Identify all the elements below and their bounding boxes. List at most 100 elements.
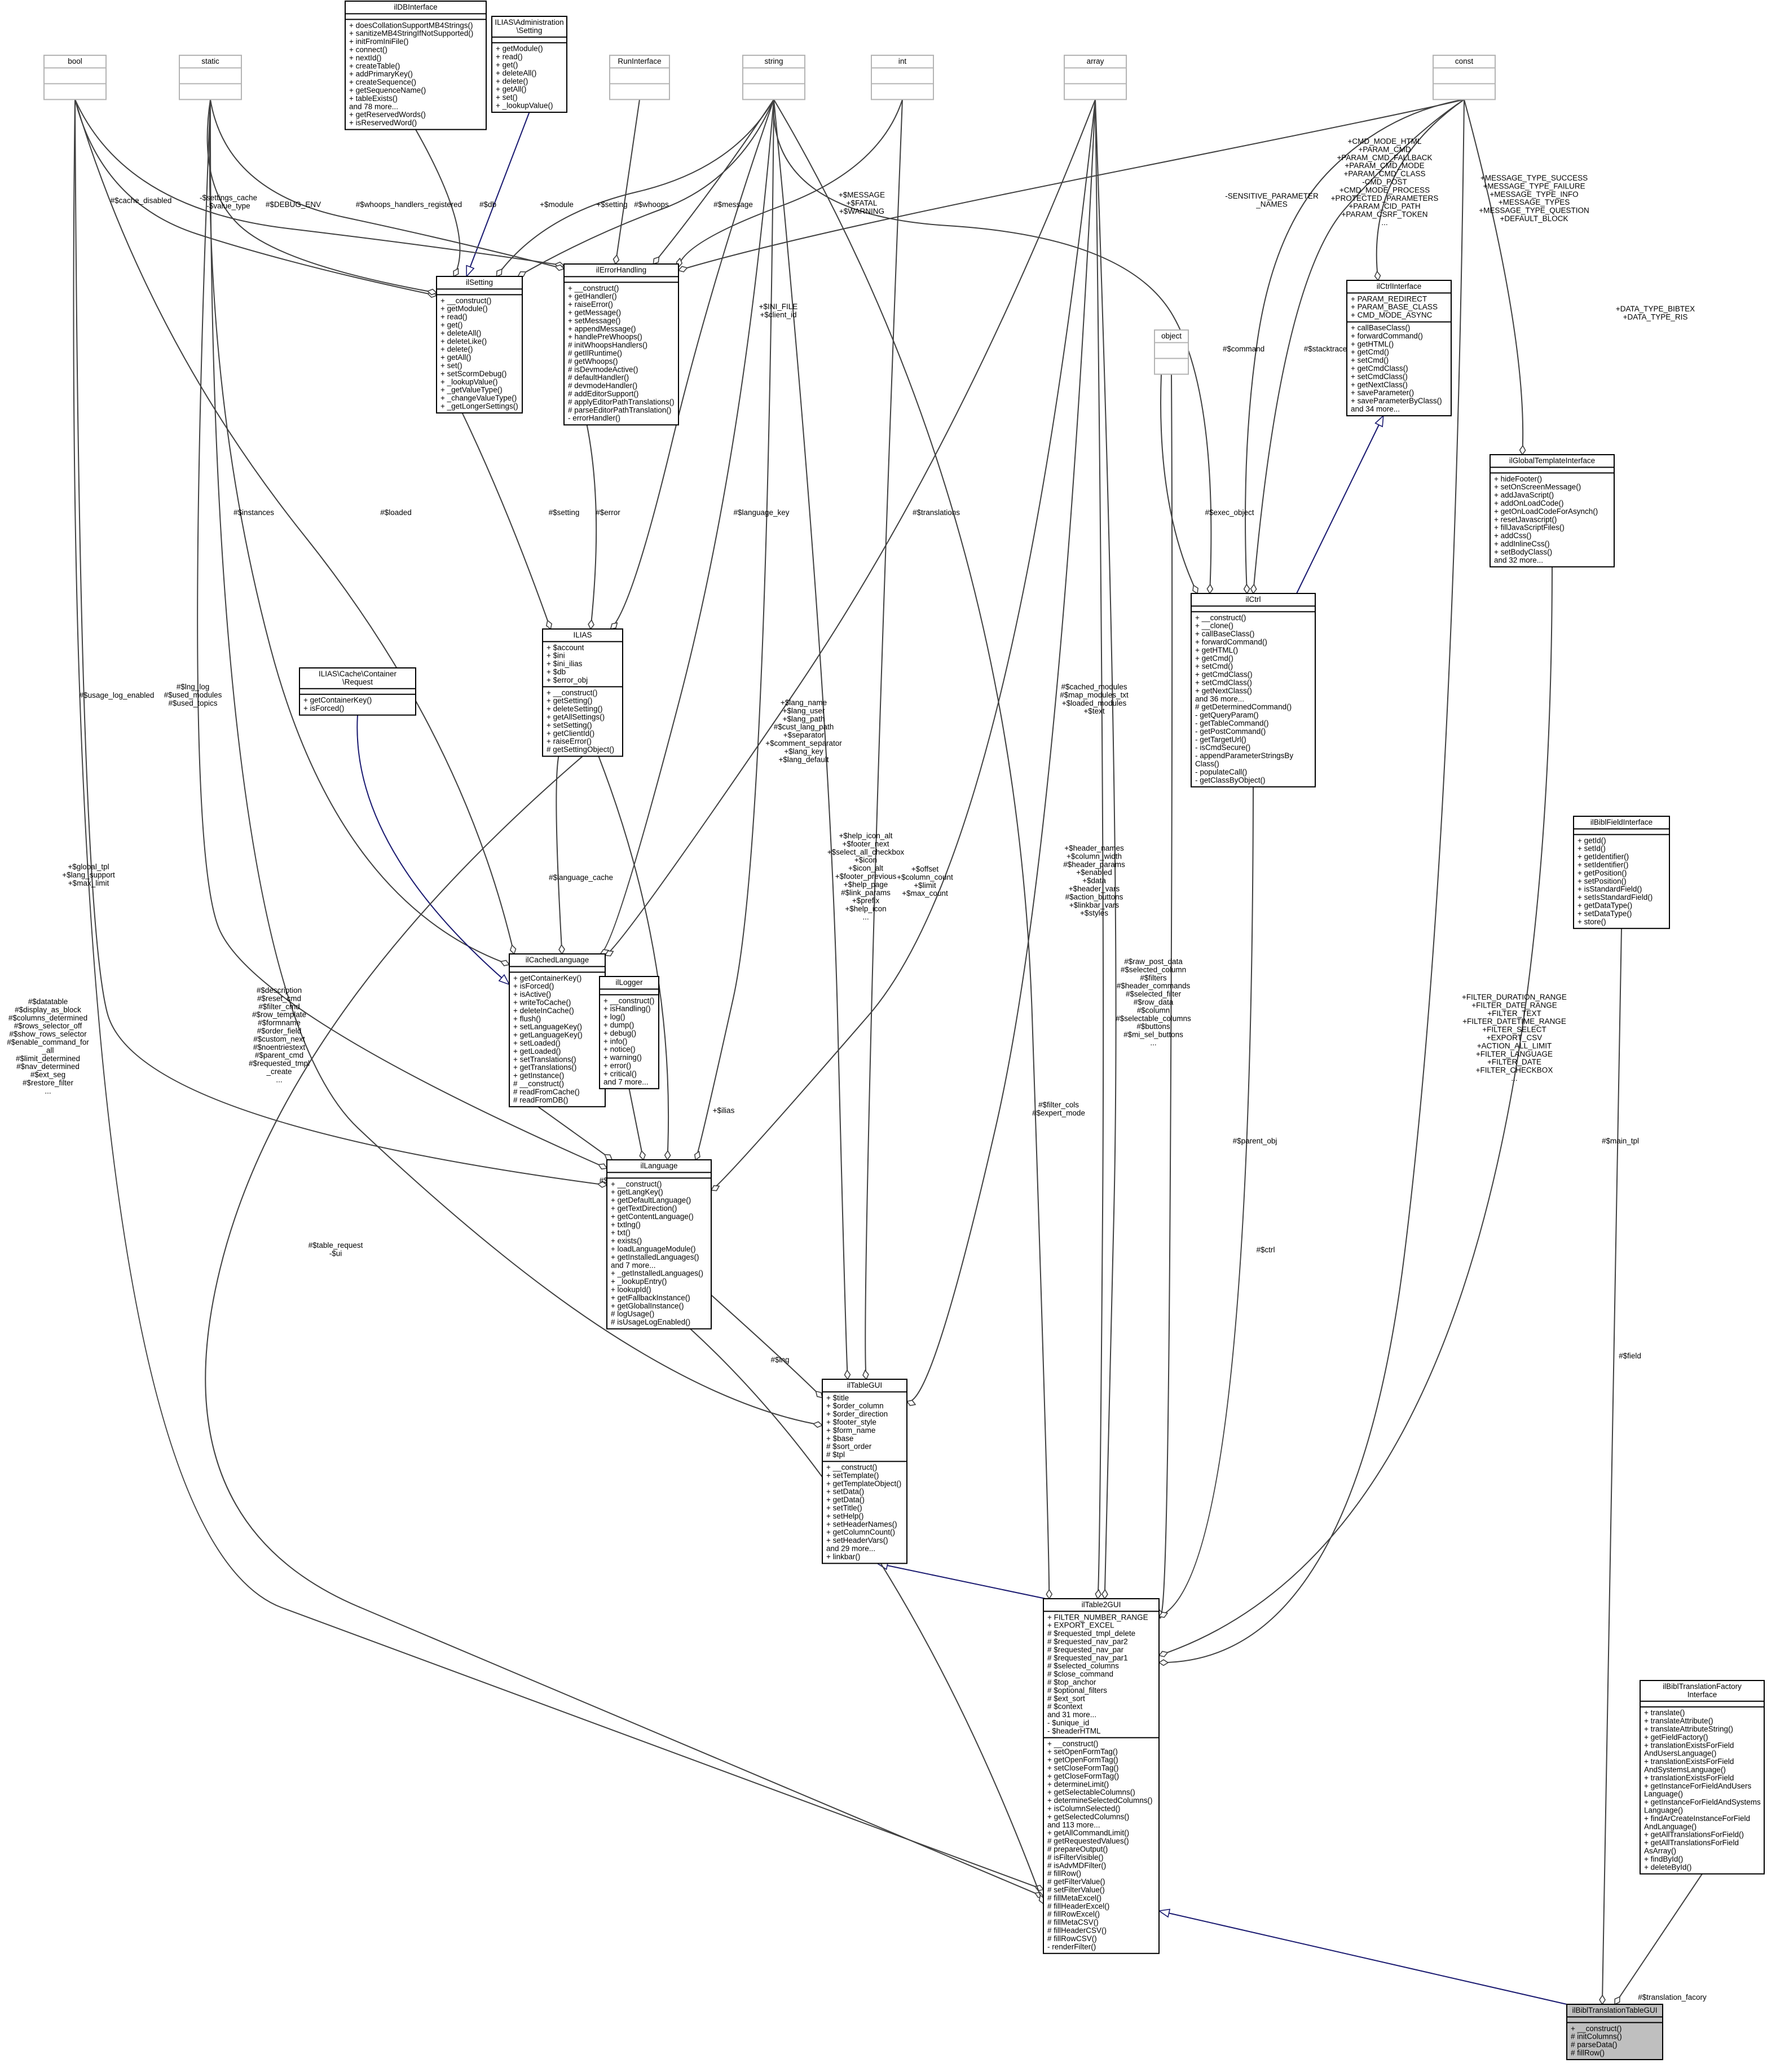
edge-bool-iltable2gui bbox=[73, 99, 1043, 1889]
class-box-bool[interactable]: bool bbox=[43, 55, 107, 100]
class-box-iltable2gui[interactable]: ilTable2GUI+ FILTER_NUMBER_RANGE+ EXPORT… bbox=[1043, 1598, 1160, 1954]
edge-array-iltable2gui-a bbox=[1095, 99, 1104, 1599]
class-method: + initFromIniFile() bbox=[349, 37, 408, 46]
class-method: + _lookupEntry() bbox=[611, 1277, 667, 1286]
class-box-ilctrl[interactable]: ilCtrl+ __construct()+ __clone()+ callBa… bbox=[1191, 593, 1316, 788]
edge-array-cachedlanguage bbox=[605, 99, 1096, 955]
class-box-ilctrlinterface[interactable]: ilCtrlInterface+ PARAM_REDIRECT+ PARAM_B… bbox=[1346, 280, 1452, 416]
class-name: string bbox=[764, 57, 783, 65]
class-method: + read() bbox=[440, 313, 468, 321]
class-method: + getAllTranslationsForField bbox=[1644, 1838, 1739, 1847]
class-method: + translationExistsForField bbox=[1644, 1757, 1734, 1766]
class-method: + getSelectedColumns() bbox=[1047, 1813, 1129, 1821]
class-method: + setSetting() bbox=[547, 721, 592, 729]
class-name: RunInterface bbox=[618, 57, 661, 65]
class-attribute: + $form_name bbox=[826, 1426, 875, 1435]
class-box-ildbinterface[interactable]: ilDBInterface+ doesCollationSupportMB4St… bbox=[345, 1, 487, 130]
class-box-array[interactable]: array bbox=[1064, 55, 1127, 100]
class-method: + saveParameter() bbox=[1351, 389, 1414, 397]
class-box-ilcachedlanguage[interactable]: ilCachedLanguage+ getContainerKey()+ isF… bbox=[509, 953, 606, 1107]
class-box-runinterface[interactable]: RunInterface bbox=[609, 55, 670, 100]
class-method: + info() bbox=[603, 1037, 627, 1045]
class-box-ilbibltranslationtablegui[interactable]: ilBiblTranslationTableGUI+ __construct()… bbox=[1566, 2004, 1663, 2060]
class-method: + read() bbox=[496, 52, 523, 61]
class-name: bool bbox=[68, 57, 82, 65]
class-box-iliasadminsetting[interactable]: ILIAS\Administration\Setting+ getModule(… bbox=[491, 16, 567, 113]
class-method: # fillHeaderExcel() bbox=[1047, 1902, 1109, 1910]
edge-label-global-tpl: +$lang_support bbox=[62, 870, 115, 879]
class-box-frame bbox=[563, 263, 679, 426]
edge-label-datatable: #$restore_filter bbox=[23, 1079, 74, 1087]
class-method: - populateCall() bbox=[1195, 768, 1247, 776]
class-method: and 7 more... bbox=[611, 1261, 656, 1269]
class-method: + __construct() bbox=[1571, 2024, 1621, 2033]
edge-label-help-icon: +$footer_next bbox=[843, 839, 889, 848]
class-box-object[interactable]: object bbox=[1154, 329, 1189, 375]
class-box-frame bbox=[43, 55, 107, 100]
class-box-frame bbox=[606, 1159, 712, 1330]
class-method: - renderFilter() bbox=[1047, 1942, 1096, 1951]
edge-ilias-cachedlanguage bbox=[556, 756, 562, 954]
class-box-int[interactable]: int bbox=[871, 55, 934, 100]
edge-label-stacktrace: #$stacktrace bbox=[1304, 345, 1347, 353]
class-box-string[interactable]: string bbox=[742, 55, 805, 100]
class-box-illogger[interactable]: ilLogger+ __construct()+ isHandling()+ l… bbox=[599, 976, 659, 1089]
edge-label-help-icon: +$prefix bbox=[852, 896, 880, 905]
class-box-iliascacherequest[interactable]: ILIAS\Cache\Container\Request+ getContai… bbox=[299, 667, 416, 716]
class-method: + getContentLanguage() bbox=[611, 1212, 694, 1221]
class-attribute: - $headerHTML bbox=[1047, 1727, 1101, 1735]
class-method: + getSequenceName() bbox=[349, 86, 426, 95]
edge-array-iltablegui bbox=[907, 99, 1096, 1401]
class-method: + __construct() bbox=[1195, 613, 1246, 622]
class-method: + deleteLike() bbox=[440, 337, 487, 345]
class-box-iltablegui[interactable]: ilTableGUI+ $title+ $order_column+ $orde… bbox=[822, 1379, 907, 1564]
class-method: + callBaseClass() bbox=[1195, 630, 1254, 638]
edge-label-loaded: #$loaded bbox=[380, 508, 412, 517]
class-attribute: # $requested_nav_par2 bbox=[1047, 1638, 1128, 1646]
class-method: + getColumnCount() bbox=[826, 1528, 895, 1537]
class-box-illanguage[interactable]: ilLanguage+ __construct()+ getLangKey()+… bbox=[606, 1159, 712, 1330]
edge-label-message: #$message bbox=[713, 200, 753, 209]
class-method: + callBaseClass() bbox=[1351, 324, 1410, 332]
class-method: + store() bbox=[1577, 917, 1606, 926]
edge-label-table-request: -$ui bbox=[329, 1249, 342, 1257]
class-box-frame bbox=[179, 55, 242, 100]
class-method: and 36 more... bbox=[1195, 694, 1244, 703]
edge-label-main-tpl: #$main_tpl bbox=[1602, 1137, 1639, 1145]
edge-int-iltablegui bbox=[865, 99, 903, 1379]
edge-label-offset: +$max_count bbox=[902, 889, 948, 898]
edge-string-ilctrl bbox=[773, 99, 1211, 593]
edge-const-globaltemplate bbox=[1464, 99, 1523, 455]
edge-label-whoops-handlers: #$whoops_handlers_registered bbox=[356, 200, 462, 209]
class-box-ilglobaltemplateinterface[interactable]: ilGlobalTemplateInterface+ hideFooter()+… bbox=[1490, 454, 1615, 568]
class-name: ilBiblFieldInterface bbox=[1590, 818, 1653, 826]
class-name: ILIAS\Cache\Container bbox=[319, 670, 397, 678]
class-box-const[interactable]: const bbox=[1433, 55, 1496, 100]
class-box-ilsetting[interactable]: ilSetting+ __construct()+ getModule()+ r… bbox=[436, 276, 523, 413]
class-box-static[interactable]: static bbox=[179, 55, 242, 100]
edge-label-raw-post-data: #$raw_post_data bbox=[1124, 957, 1183, 966]
class-method: + isForced() bbox=[513, 982, 554, 991]
edge-label-sensitive: -SENSITIVE_PARAMETER bbox=[1225, 192, 1319, 200]
class-attribute: + $order_direction bbox=[826, 1410, 888, 1418]
edge-label-sensitive: _NAMES bbox=[1255, 200, 1288, 208]
edge-illanguage-iltablegui bbox=[711, 1294, 822, 1398]
class-method: + getNextClass() bbox=[1195, 687, 1252, 695]
edge-dbinterface-ilsetting bbox=[415, 129, 461, 276]
class-attribute: # $top_anchor bbox=[1047, 1678, 1096, 1687]
edge-bool-cachedlanguage bbox=[74, 99, 514, 954]
edge-label-raw-post-data: #$buttons bbox=[1136, 1022, 1170, 1031]
edge-array-iltable2gui-b bbox=[1095, 99, 1117, 1599]
edge-label-description: #$row_template bbox=[252, 1010, 306, 1019]
class-method: + getGlobalInstance() bbox=[611, 1301, 684, 1310]
class-box-ilbiblfieldinterface[interactable]: ilBiblFieldInterface+ getId()+ setId()+ … bbox=[1573, 816, 1670, 929]
edge-label-cmd-mode: -CMD_POST bbox=[1362, 178, 1407, 186]
edge-static-iltablegui bbox=[209, 99, 822, 1425]
class-method: + setOnScreenMessage() bbox=[1494, 483, 1581, 491]
class-method: + getOpenFormTag() bbox=[1047, 1756, 1118, 1764]
edge-label-cmd-mode: +PARAM_CMD bbox=[1358, 145, 1411, 153]
class-box-ilerrorhandling[interactable]: ilErrorHandling+ __construct()+ getHandl… bbox=[563, 263, 679, 426]
class-box-ilias[interactable]: ILIAS+ $account+ $ini+ $ini_ilias+ $db+ … bbox=[542, 628, 623, 757]
class-box-frame bbox=[742, 55, 805, 100]
